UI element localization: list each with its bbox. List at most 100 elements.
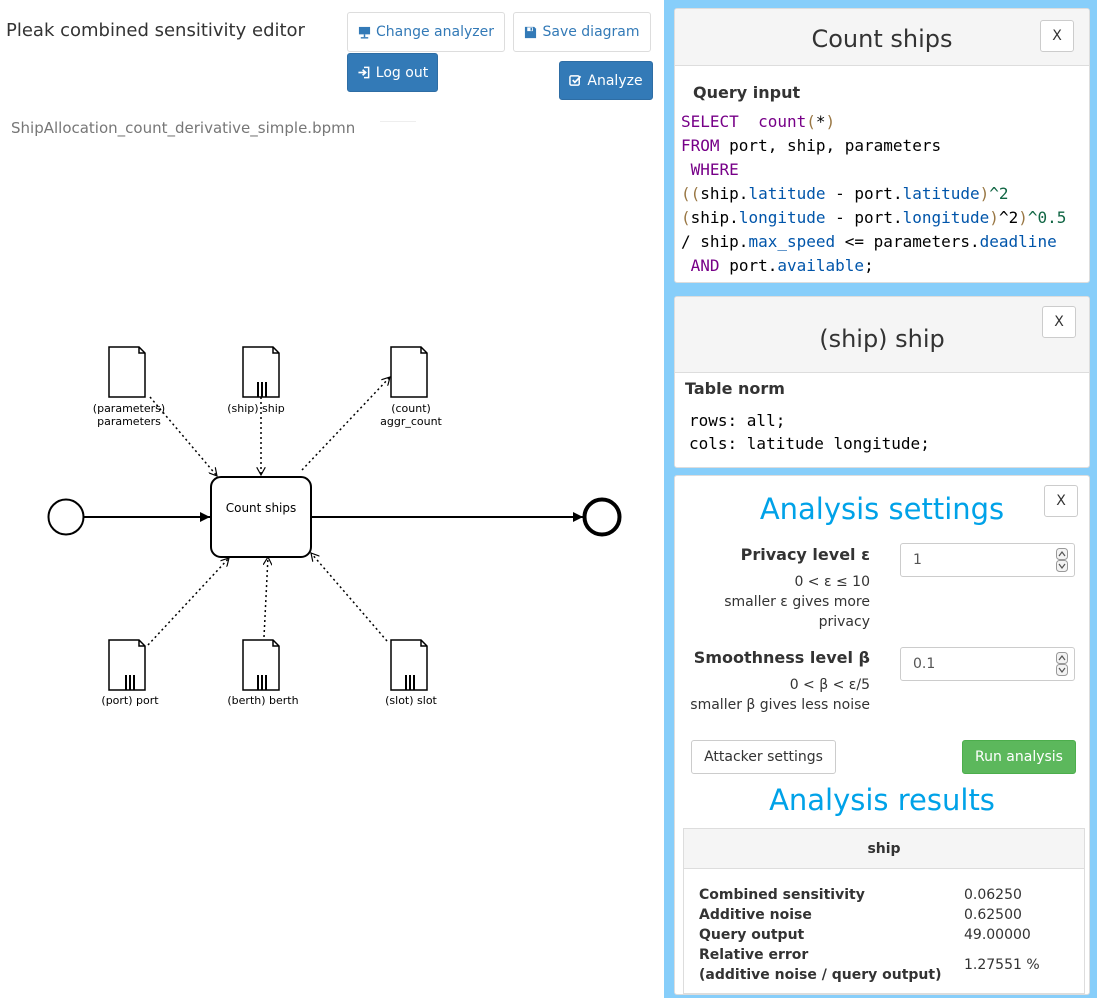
bpmn-diagram[interactable]: Count ships (parameters) parameters (shi…	[0, 330, 660, 730]
data-object-slot[interactable]	[390, 639, 428, 691]
code-token: ship	[690, 208, 730, 227]
query-code[interactable]: SELECT count ( *) FROM port, ship, paramet…	[681, 110, 1066, 278]
table-panel: (ship) ship X Table norm rows: all; cols…	[674, 296, 1090, 468]
data-label-ship: (ship) ship	[227, 402, 285, 415]
code-token: (	[681, 208, 691, 227]
results-table-header: ship	[684, 829, 1084, 869]
result-value: 0.62500	[964, 907, 1022, 923]
code-token: )	[1018, 208, 1028, 227]
save-diagram-button[interactable]: Save diagram	[513, 12, 651, 52]
privacy-level-label: Privacy level ε	[740, 545, 870, 564]
table-panel-header: (ship) ship X	[675, 297, 1089, 373]
right-panel: Count ships X Query input SELECT count ( *…	[664, 0, 1097, 998]
query-panel-close-button[interactable]: X	[1040, 20, 1074, 52]
result-value: 1.27551 %	[964, 957, 1040, 973]
spinner-arrows-icon[interactable]	[1056, 652, 1068, 676]
data-label-port: (port) port	[101, 694, 159, 707]
task-count-ships[interactable]	[210, 476, 312, 558]
results-table: ship Combined sensitivity 0.06250 Additiv…	[683, 828, 1085, 994]
table-norm-line: rows: all;	[689, 411, 786, 430]
end-event[interactable]	[582, 497, 622, 537]
association-parameters	[149, 396, 217, 476]
app-title: Pleak combined sensitivity editor	[6, 20, 305, 41]
settings-close-button[interactable]: X	[1044, 485, 1078, 517]
settings-title: Analysis settings	[759, 492, 1005, 526]
change-analyzer-label: Change analyzer	[376, 24, 494, 40]
smoothness-level-input[interactable]: 0.1	[900, 647, 1075, 681]
data-object-count[interactable]	[390, 346, 428, 398]
data-label-berth: (berth) berth	[227, 694, 298, 707]
code-token: AND	[690, 256, 720, 275]
data-object-parameters[interactable]	[108, 346, 146, 398]
change-analyzer-button[interactable]: Change analyzer	[347, 12, 505, 52]
code-token: ^0.5	[1027, 208, 1067, 227]
code-token: )	[825, 112, 836, 131]
code-token: )	[979, 184, 990, 203]
data-object-ship[interactable]	[242, 346, 280, 398]
logout-button[interactable]: Log out	[347, 53, 438, 92]
smoothness-level-value: 0.1	[913, 656, 936, 672]
result-label: Additive noise	[699, 907, 812, 923]
code-token: ^2	[998, 208, 1019, 227]
result-row-relative-error: Relative error(additive noise / query ou…	[699, 945, 1040, 985]
code-token: ship	[700, 232, 739, 251]
attacker-settings-button[interactable]: Attacker settings	[691, 740, 836, 774]
privacy-range-text: 0 < ε ≤ 10	[794, 574, 870, 590]
table-norm-label: Table norm	[685, 379, 785, 398]
code-token: count	[758, 112, 807, 131]
code-token: )	[989, 208, 999, 227]
code-token: ;	[864, 256, 874, 275]
code-token: ^2	[989, 184, 1009, 203]
run-analysis-button[interactable]: Run analysis	[962, 740, 1076, 774]
query-input-label: Query input	[693, 83, 801, 102]
data-label-count: (count)	[391, 402, 431, 415]
code-token: deadline	[979, 232, 1057, 251]
code-token: port	[854, 184, 893, 203]
settings-panel: X Analysis settings Privacy level ε 0 < …	[674, 475, 1090, 995]
result-label: Combined sensitivity	[699, 887, 865, 903]
code-token: ship	[700, 184, 739, 203]
smoothness-level-label: Smoothness level β	[693, 648, 870, 667]
data-label-parameters: (parameters)	[93, 402, 165, 415]
data-label-slot: (slot) slot	[385, 694, 437, 707]
start-event[interactable]	[47, 498, 85, 536]
result-value: 0.06250	[964, 887, 1022, 903]
code-token: *	[815, 112, 826, 131]
code-token: available	[777, 256, 865, 275]
code-token: FROM	[681, 136, 720, 155]
code-token: parameters	[873, 232, 970, 251]
code-token: longitude	[902, 208, 990, 227]
data-object-port[interactable]	[108, 639, 146, 691]
privacy-help-text: smaller ε gives more privacy	[724, 594, 870, 630]
code-token: SELECT	[681, 112, 739, 131]
results-title: Analysis results	[769, 783, 995, 817]
table-panel-close-button[interactable]: X	[1042, 306, 1076, 338]
privacy-level-value: 1	[913, 552, 922, 568]
code-token: ((	[681, 184, 701, 203]
code-token: latitude	[748, 184, 826, 203]
code-token: port	[729, 256, 768, 275]
table-norm-line: cols: latitude longitude;	[689, 434, 930, 453]
result-label-line: (additive noise / query output)	[699, 967, 942, 983]
data-object-berth[interactable]	[242, 639, 280, 691]
analyze-button[interactable]: Analyze	[559, 61, 653, 100]
query-panel-title: Count ships	[811, 25, 953, 53]
code-token: -	[825, 184, 855, 203]
task-label: Count ships	[226, 501, 297, 515]
data-label-parameters-2: parameters	[97, 415, 161, 428]
code-token: .	[892, 184, 903, 203]
spinner-arrows-icon[interactable]	[1056, 548, 1068, 572]
table-norm-code[interactable]: rows: all; cols: latitude longitude;	[689, 409, 930, 455]
code-token: .	[738, 232, 749, 251]
result-row-noise: Additive noise 0.62500	[699, 905, 1022, 925]
smoothness-range-text: 0 < β < ε/5	[789, 677, 870, 693]
query-panel-header: Count ships X	[675, 9, 1089, 66]
data-label-count-2: aggr_count	[380, 415, 442, 428]
privacy-level-input[interactable]: 1	[900, 543, 1075, 577]
file-name-divider	[380, 121, 416, 122]
code-token: port, ship, parameters	[719, 136, 942, 155]
association-slot	[311, 553, 388, 642]
code-token: .	[738, 184, 749, 203]
association-count	[301, 377, 390, 471]
